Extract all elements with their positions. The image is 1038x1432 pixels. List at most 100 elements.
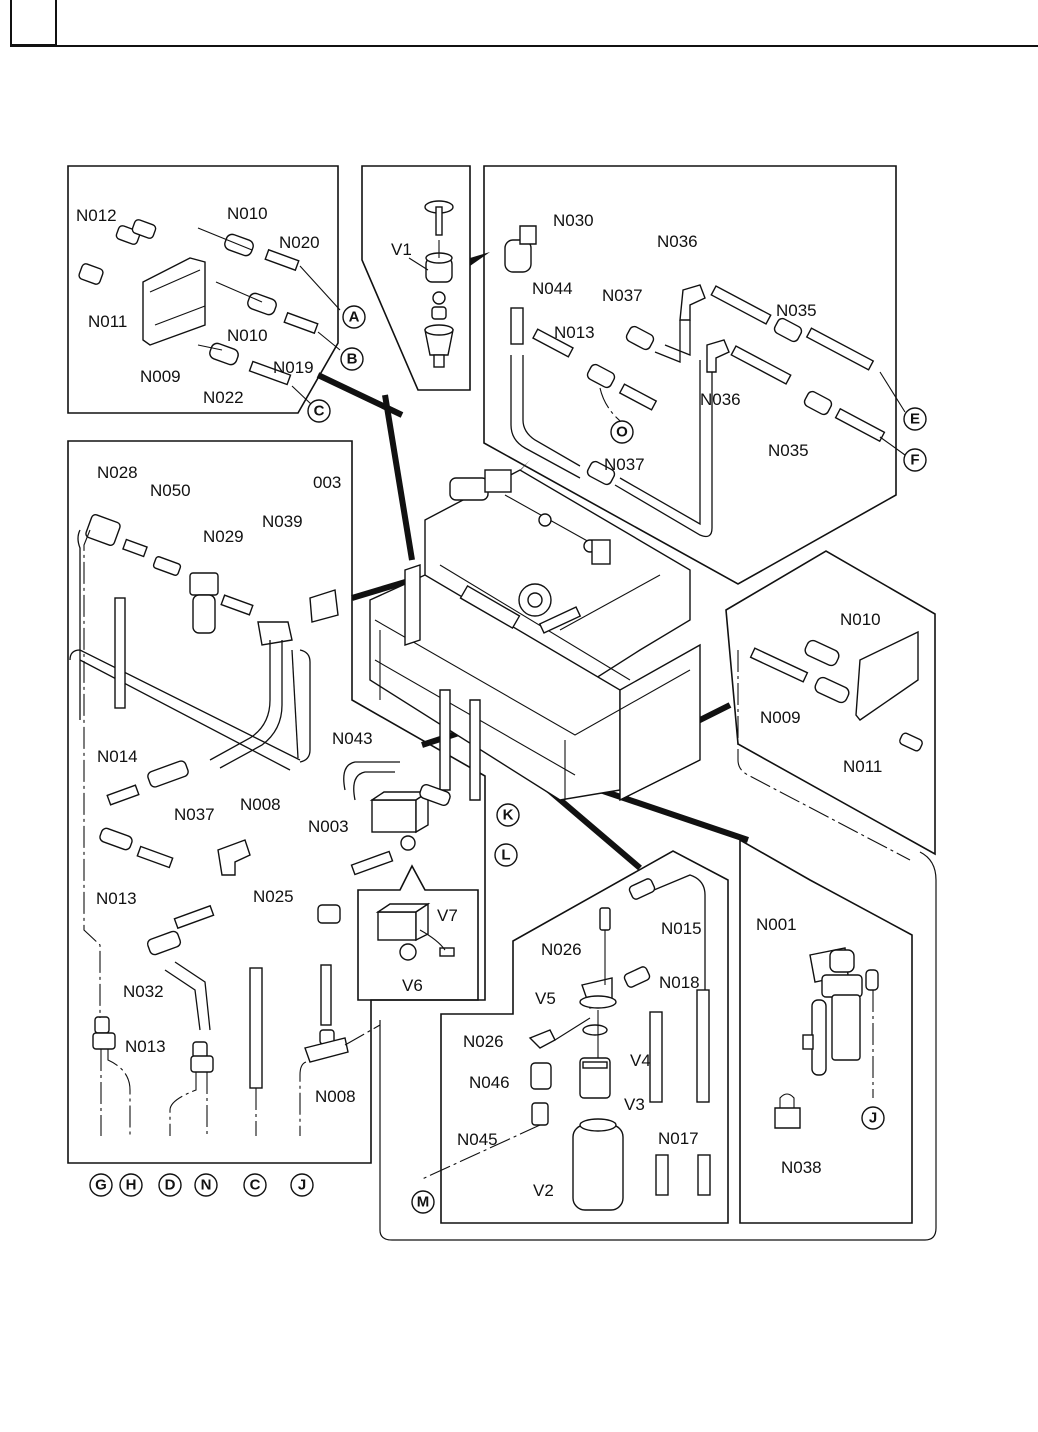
svg-text:B: B: [347, 351, 358, 368]
panel-right-middle: [737, 630, 923, 861]
plate-bracket: [142, 257, 206, 346]
part-label: N001: [756, 915, 797, 934]
svg-text:H: H: [126, 1177, 137, 1194]
svg-text:J: J: [869, 1110, 877, 1127]
arrow-v1-pointer: [470, 252, 490, 266]
part-label: N035: [768, 441, 809, 460]
panel-top-right: [504, 225, 906, 538]
part-label: N037: [604, 455, 645, 474]
connector-N: N: [194, 1173, 218, 1197]
panel-frames: [67, 165, 937, 1241]
part-label: N008: [315, 1087, 356, 1106]
connector-C-top: C: [307, 399, 331, 423]
part-label: V2: [533, 1181, 554, 1200]
part-label: N029: [203, 527, 244, 546]
part-label: N045: [457, 1130, 498, 1149]
labels-top-left: N012 N010 N020 N011 N010 N019 N009 N022: [76, 204, 320, 407]
part-label: N043: [332, 729, 373, 748]
part-label: N037: [174, 805, 215, 824]
connector-H: H: [119, 1173, 143, 1197]
main-machine: [369, 469, 701, 802]
svg-text:D: D: [165, 1177, 176, 1194]
panel-bottom-middle: [419, 874, 711, 1211]
part-label: N012: [76, 206, 117, 225]
frame-inset-valve: [357, 864, 479, 1001]
panel-bottom-right: [774, 947, 879, 1129]
labels-bottom-middle: N026 N015 V5 N018 N026 V4 N046 V3 N045 N…: [457, 919, 702, 1200]
part-label: N009: [140, 367, 181, 386]
svg-text:L: L: [501, 847, 510, 864]
frame-bottom-middle: [440, 850, 729, 1224]
part-label: N032: [123, 982, 164, 1001]
part-label: V5: [535, 989, 556, 1008]
part-label: N003: [308, 817, 349, 836]
part-label: V3: [624, 1095, 645, 1114]
labels-bottom-right: N001 N038: [756, 915, 822, 1177]
svg-text:F: F: [910, 452, 919, 469]
svg-text:K: K: [503, 807, 514, 824]
part-label: N009: [760, 708, 801, 727]
part-label: V6: [402, 976, 423, 995]
svg-text:M: M: [417, 1194, 430, 1211]
part-label: 003: [313, 473, 341, 492]
connector-B: B: [340, 347, 364, 371]
connector-K: K: [496, 803, 520, 827]
part-label: N013: [125, 1037, 166, 1056]
connector-C-bottom: C: [243, 1173, 267, 1197]
svg-text:A: A: [349, 309, 360, 326]
labels-top-right: N030 N036 N044 N037 N035 N013 N036 N035 …: [532, 211, 817, 474]
connector-A: A: [342, 305, 366, 329]
part-label: N036: [700, 390, 741, 409]
page-header-rule: [10, 45, 1038, 47]
part-label: N039: [262, 512, 303, 531]
connector-G: G: [89, 1173, 113, 1197]
part-label: V1: [391, 240, 412, 259]
part-label: N010: [227, 204, 268, 223]
panel-left: [69, 514, 455, 1136]
frame-top-middle: [361, 165, 471, 391]
part-label: N013: [96, 889, 137, 908]
part-label: N019: [273, 358, 314, 377]
part-label: N011: [843, 757, 882, 776]
connector-F: F: [903, 448, 927, 472]
part-label: N030: [553, 211, 594, 230]
part-label: N026: [541, 940, 582, 959]
part-label: N015: [661, 919, 702, 938]
svg-text:E: E: [910, 411, 920, 428]
part-label: N035: [776, 301, 817, 320]
part-label: N038: [781, 1158, 822, 1177]
part-label: N036: [657, 232, 698, 251]
part-label: N028: [97, 463, 138, 482]
part-label: N018: [659, 973, 700, 992]
part-label: V4: [630, 1051, 651, 1070]
part-label: N026: [463, 1032, 504, 1051]
panel-top-middle: [424, 200, 454, 368]
frame-bottom-right: [739, 838, 913, 1224]
part-label: N010: [227, 326, 268, 345]
part-label: N011: [88, 312, 127, 331]
frame-left: [67, 440, 486, 1164]
part-label: N013: [554, 323, 595, 342]
part-label: V7: [437, 906, 458, 925]
frame-bottom-outer: [379, 851, 937, 1241]
part-label: N025: [253, 887, 294, 906]
svg-text:O: O: [616, 424, 628, 441]
svg-text:G: G: [95, 1177, 107, 1194]
part-label: N022: [203, 388, 244, 407]
panel-top-left: [78, 219, 341, 406]
svg-text:C: C: [250, 1177, 261, 1194]
frame-right-middle: [725, 550, 936, 856]
part-label: N046: [469, 1073, 510, 1092]
svg-text:C: C: [314, 403, 325, 420]
leader-top-left-2: [382, 394, 415, 561]
part-label: N044: [532, 279, 573, 298]
leader-left: [351, 577, 413, 601]
frame-top-right: [483, 165, 897, 585]
connector-D: D: [158, 1173, 182, 1197]
part-label: N010: [840, 610, 881, 629]
connectors: A B C E F O K L G H D N C J M J: [89, 305, 927, 1214]
connector-O: O: [610, 420, 634, 444]
labels-top-middle: V1: [391, 240, 429, 271]
part-label: N014: [97, 747, 138, 766]
